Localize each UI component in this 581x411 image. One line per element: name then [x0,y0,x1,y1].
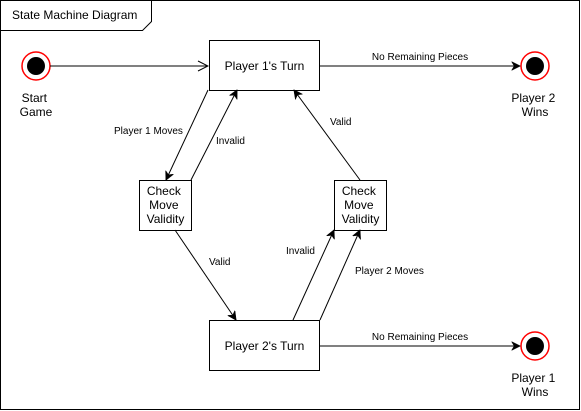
player2-moves-arrow [319,230,360,321]
player1-moves-label: Player 1 Moves [114,126,183,137]
player1-turn-label: Player 1's Turn [225,59,305,73]
check-move-validity-left-state [139,180,192,231]
player2-moves-label: Player 2 Moves [355,266,424,277]
player1-moves-arrow [166,89,209,180]
valid-left-label: Valid [209,257,231,268]
player1-wins-node [520,331,550,361]
valid-right-label: Valid [330,117,352,128]
frame-title: State Machine Diagram [12,8,137,22]
p2-no-remaining-pieces-label: No Remaining Pieces [372,332,468,343]
player2-wins-node [520,51,550,81]
check-move-validity-right-state [334,180,387,231]
valid-left-arrow [174,229,236,320]
check-right-label: Check Move Validity [342,184,380,226]
check-left-label: Check Move Validity [147,184,185,226]
player2-turn-state [209,320,320,371]
frame-title-tab [0,0,152,31]
invalid-right-label: Invalid [286,246,315,257]
p1-no-remaining-pieces-label: No Remaining Pieces [372,52,468,63]
start-label: Start Game [20,91,53,119]
valid-right-arrow [294,90,361,181]
player2-turn-label: Player 2's Turn [225,339,305,353]
player1-wins-label: Player 1 Wins [511,371,558,399]
player2-wins-label: Player 2 Wins [511,91,558,119]
start-node [21,51,51,81]
player1-turn-state [209,40,320,91]
invalid-left-arrow [190,90,238,181]
invalid-left-label: Invalid [216,136,245,147]
invalid-right-arrow [292,230,334,321]
